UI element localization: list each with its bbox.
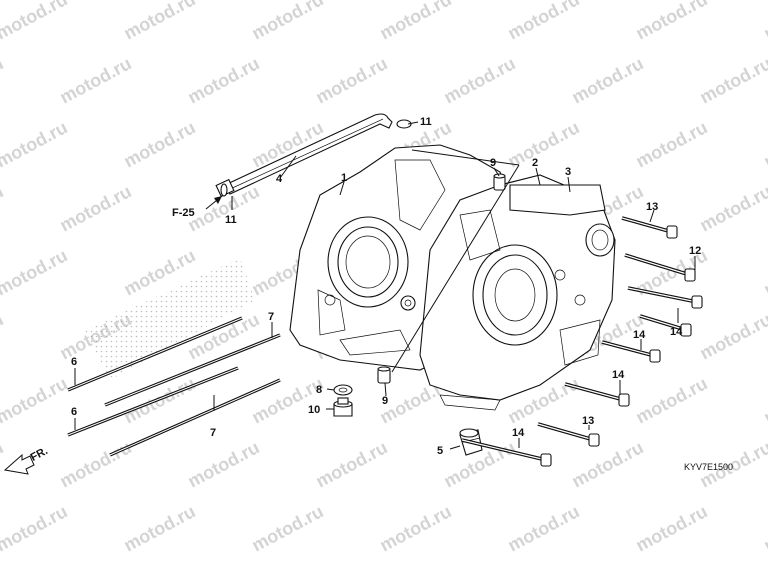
watermark-text: motod.ru (760, 245, 768, 299)
front-direction-arrow (3, 453, 35, 475)
watermark-text: motod.ru (632, 501, 710, 555)
callout-14c: 14 (612, 369, 625, 381)
watermark-text: motod.ru (568, 437, 646, 491)
drain-bolt (333, 397, 353, 417)
bolt-head (691, 295, 703, 309)
watermark-text: motod.ru (56, 53, 134, 107)
dowel-pin-lower (377, 366, 391, 384)
callout-11a: 11 (420, 116, 432, 128)
callout-13a: 13 (646, 201, 658, 213)
watermark-text: motod.ru (760, 0, 768, 44)
watermark-text: motod.ru (632, 0, 710, 44)
watermark-text: motod.ru (248, 501, 326, 555)
callout-7a: 7 (268, 311, 274, 323)
callout-9a: 9 (490, 157, 496, 169)
left-crankcase (289, 144, 511, 371)
callout-7b: 7 (210, 427, 216, 439)
watermark-text: motod.ru (248, 0, 326, 44)
callout-13b: 13 (582, 415, 594, 427)
callout-12: 12 (689, 245, 701, 257)
callout-9b: 9 (382, 395, 388, 407)
callout-8: 8 (316, 384, 322, 396)
callout-2: 2 (532, 157, 538, 169)
bolt-thread (601, 341, 656, 357)
watermark-text: motod.ru (568, 53, 646, 107)
watermark-text: motod.ru (0, 437, 7, 491)
direction-label: FR. (29, 445, 50, 464)
callout-14b: 14 (633, 329, 646, 341)
watermark-text: motod.ru (696, 53, 768, 107)
bolts (461, 216, 703, 467)
callout-1: 1 (341, 172, 347, 184)
watermark-text: motod.ru (0, 245, 71, 299)
reference-label: F-25 (172, 207, 195, 219)
watermark-text: motod.ru (760, 373, 768, 427)
bolt-head (618, 393, 630, 407)
watermark-text: motod.ru (248, 373, 326, 427)
watermark-text: motod.ru (56, 437, 134, 491)
callout-labels: 1 2 3 4 5 6 6 7 7 8 9 9 10 11 11 12 13 1… (29, 116, 733, 472)
callout-6a: 6 (71, 356, 77, 368)
watermark-text: motod.ru (760, 117, 768, 171)
watermark-text: motod.ru (504, 117, 582, 171)
watermark-text: motod.ru (56, 181, 134, 235)
oil-pipe (215, 113, 412, 198)
sealing-washer (333, 384, 353, 396)
watermark-text: motod.ru (760, 501, 768, 555)
bolt-head (680, 323, 692, 337)
stippled-shadow (85, 258, 255, 380)
figure-code: KYV7E1500 (684, 462, 733, 472)
long-studs (67, 316, 281, 457)
watermark-text: motod.ru (0, 501, 71, 555)
right-crankcase (419, 174, 616, 411)
watermark-text: motod.ru (632, 117, 710, 171)
callout-14a: 14 (670, 326, 683, 338)
callout-10: 10 (308, 404, 320, 416)
watermark-text: motod.ru (696, 181, 768, 235)
watermark-text: motod.ru (120, 117, 198, 171)
watermark-text: motod.ru (0, 0, 71, 44)
watermark-text: motod.ru (504, 0, 582, 44)
bolt-thread (624, 254, 691, 276)
bolt-head (666, 225, 678, 239)
bolt-thread (461, 439, 547, 461)
callout-5: 5 (437, 445, 443, 457)
callout-11b: 11 (225, 214, 237, 226)
bolt-head (684, 268, 696, 282)
watermark-text: motod.ru (504, 501, 582, 555)
bolt-head (588, 433, 600, 447)
watermark-text: motod.ru (696, 309, 768, 363)
watermark-text: motod.ru (120, 501, 198, 555)
bolt-thread (639, 315, 687, 331)
dowel-pin-upper (493, 173, 506, 191)
watermark-text: motod.ru (312, 437, 390, 491)
callout-14d: 14 (512, 427, 525, 439)
bolt-thread (621, 217, 673, 233)
callout-4: 4 (276, 173, 283, 185)
watermark-text: motod.ru (376, 501, 454, 555)
watermark-text: motod.ru (184, 437, 262, 491)
watermark-text: motod.ru (0, 117, 71, 171)
watermark-text: motod.ru (440, 53, 518, 107)
watermark-text: motod.ru (184, 53, 262, 107)
bolt-thread (627, 287, 698, 303)
watermark-text: motod.ru (120, 0, 198, 44)
watermark-text: motod.ru (0, 53, 7, 107)
reference-pointer (205, 195, 223, 210)
watermark-text: motod.ru (632, 373, 710, 427)
watermark-text: motod.ru (376, 0, 454, 44)
watermark-text: motod.ru (0, 373, 71, 427)
bolt-head (649, 349, 661, 363)
callout-3: 3 (565, 166, 571, 178)
watermark-text: motod.ru (0, 309, 7, 363)
bolt-thread (537, 423, 595, 441)
callout-6b: 6 (71, 406, 77, 418)
watermark-text: motod.ru (312, 53, 390, 107)
bolt-head (540, 453, 552, 467)
watermark-text: motod.ru (0, 181, 7, 235)
leader-lines (74, 121, 696, 450)
bolt-thread (564, 383, 625, 401)
